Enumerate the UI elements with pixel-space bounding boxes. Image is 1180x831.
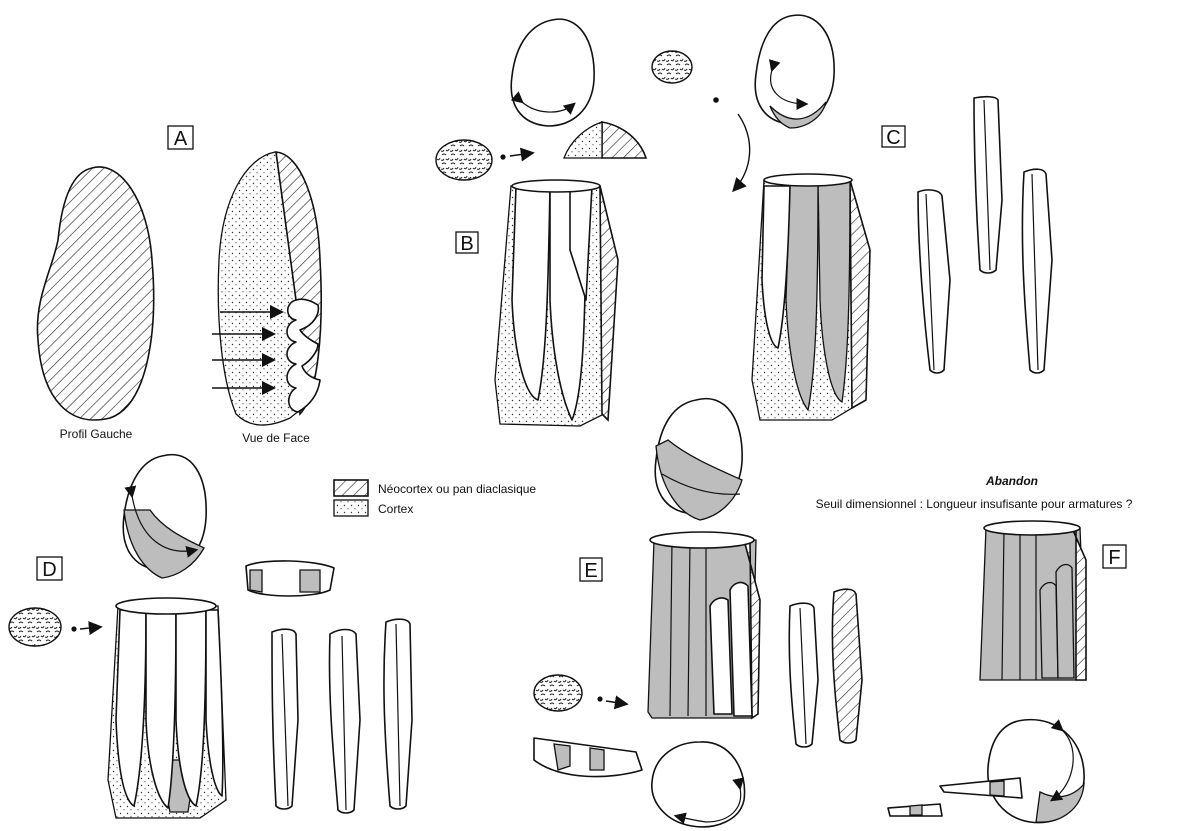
- legend: Néocortex ou pan diaclasique Cortex: [334, 480, 536, 516]
- panel-c-blade-1: [918, 190, 950, 373]
- panel-e-blade-1: [789, 603, 818, 747]
- panel-e-platform: [650, 532, 754, 548]
- panel-c-label: C: [886, 127, 900, 149]
- panel-b-striking-platform-view: [511, 19, 594, 126]
- panel-d-strike-arrow: [80, 627, 100, 629]
- panel-d-section-gray-2: [300, 570, 320, 592]
- panel-b-impact-dot: [500, 154, 505, 159]
- panel-f-fragment-1: [940, 778, 1022, 798]
- panel-d-blade-2: [329, 630, 360, 814]
- panel-e-white-scar-2: [730, 583, 752, 716]
- panel-b-section-left: [564, 122, 602, 158]
- panel-d-section-gray-1: [250, 570, 262, 592]
- panel-e-section-gray-2: [590, 748, 604, 770]
- panel-c-hammerstone: [652, 51, 692, 83]
- panel-c-impact-dot: [713, 97, 719, 103]
- panel-e-impact-dot: [597, 696, 602, 701]
- panel-b-strike-arrow: [510, 153, 532, 156]
- abandon-title: Abandon: [985, 474, 1038, 488]
- abandon-subtitle: Seuil dimensionnel : Longueur insufisant…: [816, 497, 1133, 511]
- panel-d-impact-dot: [71, 626, 76, 631]
- panel-a-label: A: [174, 128, 188, 150]
- panel-f-label: F: [1108, 547, 1120, 569]
- panel-b-section-right: [602, 122, 646, 158]
- legend-neocortex-label: Néocortex ou pan diaclasique: [378, 482, 536, 496]
- panel-e-strike-arrow: [606, 701, 626, 704]
- panel-f-small-scar-1: [1040, 583, 1058, 678]
- panel-b-label: B: [460, 233, 473, 255]
- vue-de-face-caption: Vue de Face: [242, 431, 310, 445]
- panel-b-core-neocortex: [600, 186, 618, 420]
- panel-e-hammerstone: [534, 675, 582, 711]
- legend-neocortex-swatch: [334, 480, 368, 496]
- panel-f-small-scar-2: [1056, 565, 1074, 678]
- panel-b-hammerstone: [436, 140, 492, 180]
- left-profile-shape: [37, 167, 153, 420]
- panel-d-label: D: [42, 559, 56, 581]
- panel-a: A Profil Gauche Vue de Face: [37, 126, 321, 445]
- panel-e: E: [534, 399, 862, 827]
- panel-d-platform: [116, 598, 216, 614]
- panel-e-label: E: [584, 560, 597, 582]
- panel-f-fragment-1-gray: [990, 781, 1004, 796]
- panel-e-section-outline: [534, 738, 642, 777]
- panel-e-white-scar-1: [710, 598, 732, 714]
- panel-c: C: [652, 15, 1052, 420]
- panel-e-bottom-view: [652, 742, 745, 827]
- panel-c-curved-arrow: [734, 114, 750, 190]
- legend-cortex-swatch: [334, 500, 368, 516]
- panel-c-core-neocortex: [850, 180, 870, 408]
- panel-c-blade-2: [974, 97, 1002, 273]
- profil-gauche-caption: Profil Gauche: [60, 427, 133, 441]
- legend-cortex-label: Cortex: [378, 502, 413, 516]
- panel-b-platform: [512, 180, 600, 192]
- panel-f: F: [888, 521, 1126, 823]
- panel-e-blade-2: [832, 589, 862, 743]
- panel-b: B: [436, 19, 646, 426]
- panel-d-hammerstone: [9, 608, 61, 646]
- panel-f-fragment-2-gray: [910, 805, 922, 815]
- panel-c-platform: [764, 174, 852, 186]
- panel-f-platform: [984, 521, 1080, 535]
